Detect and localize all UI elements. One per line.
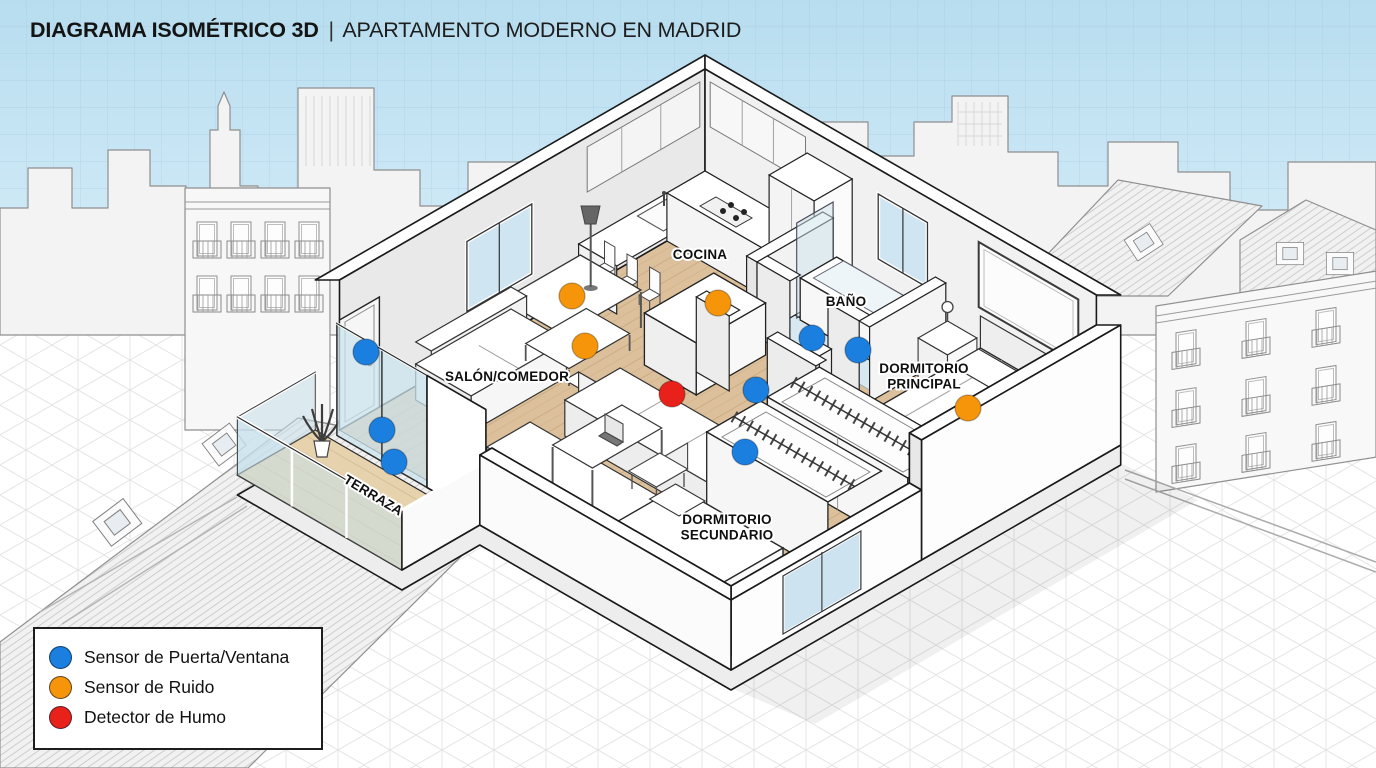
room-label-bano: BAÑO [826, 294, 867, 309]
legend-label: Detector de Humo [84, 707, 227, 727]
salon-window [464, 200, 534, 315]
desk-chair [627, 442, 689, 501]
legend-item-smoke-detector: Detector de Humo [49, 706, 309, 729]
wall-southwest-low [478, 447, 732, 671]
kitchen-upper-cabinets [586, 81, 806, 193]
sensor-puerta_ventana-dormitorio-secundario-puerta [731, 438, 759, 466]
legend-label: Sensor de Ruido [84, 677, 215, 697]
sensors-layer [352, 282, 982, 476]
sensor-puerta_ventana-terraza-puerta-2 [380, 448, 408, 476]
legend-label: Sensor de Puerta/Ventana [84, 647, 290, 667]
street-edge-left [39, 496, 248, 625]
terrace-plant [302, 404, 343, 458]
room-label-salon-comedor: SALÓN/COMEDOR [445, 369, 569, 384]
wall-southeast-low [730, 482, 923, 671]
room-label-cocina: COCINA [673, 247, 727, 262]
title-main: DIAGRAMA ISOMÉTRICO 3D [30, 18, 319, 42]
pillow [648, 483, 707, 517]
sensor-puerta_ventana-dormitorio-principal-puerta [844, 336, 872, 364]
building-shadow [731, 463, 1198, 724]
noise-sensor-dot-icon [49, 676, 72, 699]
floor-lamp [580, 205, 601, 291]
laptop [597, 413, 625, 447]
door-window-sensor-dot-icon [49, 646, 72, 669]
sensor-puerta_ventana-terraza-puerta-1 [368, 416, 396, 444]
legend-box: Sensor de Puerta/Ventana Sensor de Ruido… [33, 627, 323, 750]
street-edge-right [1124, 469, 1376, 573]
desk [551, 404, 663, 506]
building-right-facade [1155, 270, 1376, 493]
legend-item-door-window-sensor: Sensor de Puerta/Ventana [49, 646, 309, 669]
sensor-ruido-comedor-mesa [558, 282, 586, 310]
sensor-ruido-salon [571, 332, 599, 360]
closet-secondary [705, 400, 883, 576]
sensor-humo-pasillo-cocina [658, 380, 686, 408]
sensor-ruido-dormitorio-principal-cama [954, 394, 982, 422]
sensor-puerta_ventana-pasillo [742, 376, 770, 404]
legend-item-noise-sensor: Sensor de Ruido [49, 676, 309, 699]
diagram-title: DIAGRAMA ISOMÉTRICO 3D | APARTAMENTO MOD… [30, 18, 741, 43]
title-separator: | [328, 18, 334, 42]
sensor-puerta_ventana-entrada [352, 338, 380, 366]
secondary-window [781, 528, 863, 637]
sensor-ruido-cocina-isla [704, 289, 732, 317]
terrace-balustrade-front [236, 415, 403, 571]
stove-hob [698, 196, 754, 228]
title-subtitle: APARTAMENTO MODERNO EN MADRID [342, 18, 742, 42]
smoke-detector-dot-icon [49, 706, 72, 729]
sensor-puerta_ventana-bano-puerta [798, 324, 826, 352]
